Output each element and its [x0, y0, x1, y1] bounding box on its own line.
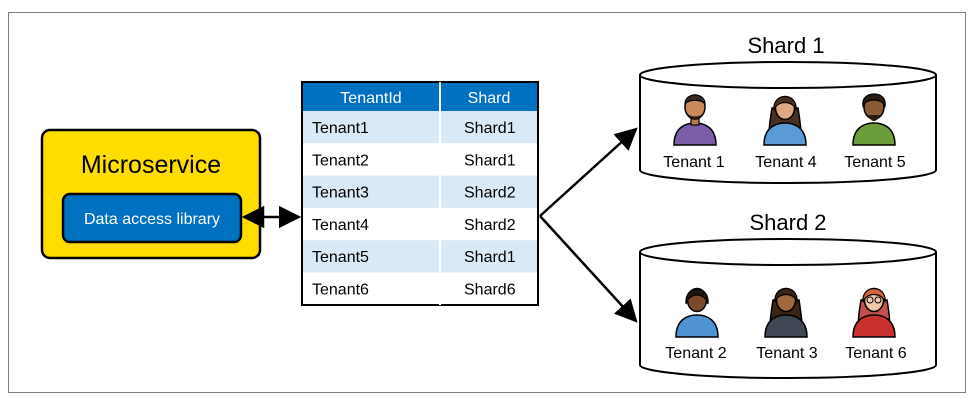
diagram-frame: [8, 12, 966, 393]
table-cell-shard: Shard2: [464, 185, 516, 202]
tenant-3-label: Tenant 3: [756, 345, 817, 362]
table-header-shard: Shard: [468, 90, 511, 107]
table-cell-tenantid: Tenant1: [312, 120, 369, 137]
microservice-title: Microservice: [81, 151, 221, 179]
table-cell-tenantid: Tenant6: [312, 282, 369, 299]
microservice-box: Microservice Data access library: [40, 128, 262, 260]
table-cell-tenantid: Tenant4: [312, 217, 369, 234]
tenant-2-label: Tenant 2: [665, 345, 726, 362]
table-row: [302, 111, 538, 144]
table-cell-shard: Shard1: [464, 249, 516, 266]
table-row: [302, 143, 538, 176]
table-row: [302, 240, 538, 273]
tenant-1-label: Tenant 1: [663, 154, 724, 171]
tenant-6-label: Tenant 6: [845, 345, 906, 362]
tenant-5-label: Tenant 5: [844, 154, 905, 171]
table-cell-shard: Shard1: [464, 120, 516, 137]
data-access-library-box: Data access library: [61, 192, 243, 244]
table-row: [302, 175, 538, 208]
man-green-shirt-icon: [852, 93, 896, 146]
table-cell-tenantid: Tenant5: [312, 249, 369, 266]
table-cell-shard: Shard2: [464, 217, 516, 234]
tenant-4-label: Tenant 4: [755, 154, 816, 171]
woman-blue-shirt-icon: [675, 287, 719, 338]
man-purple-shirt-icon: [673, 94, 717, 146]
table-header-row: [302, 82, 538, 111]
shard-1-title: Shard 1: [747, 33, 824, 58]
table-cell-shard: Shard6: [464, 282, 516, 299]
arrow-to-shard-1: [539, 127, 638, 217]
arrow-to-shard-2: [539, 215, 638, 323]
shard-2-title: Shard 2: [749, 210, 826, 235]
table-row: [302, 272, 538, 305]
table-row: [302, 207, 538, 241]
table-header-tenantid: TenantId: [340, 90, 401, 107]
woman-dark-shirt-icon: [764, 287, 808, 338]
woman-long-hair-blue-shirt-icon: [763, 95, 807, 146]
data-access-library-label: Data access library: [84, 211, 220, 228]
table-cell-shard: Shard1: [464, 152, 516, 169]
table-cell-tenantid: Tenant3: [312, 185, 369, 202]
woman-red-shirt-glasses-icon: [852, 287, 896, 338]
table-cell-tenantid: Tenant2: [312, 152, 369, 169]
